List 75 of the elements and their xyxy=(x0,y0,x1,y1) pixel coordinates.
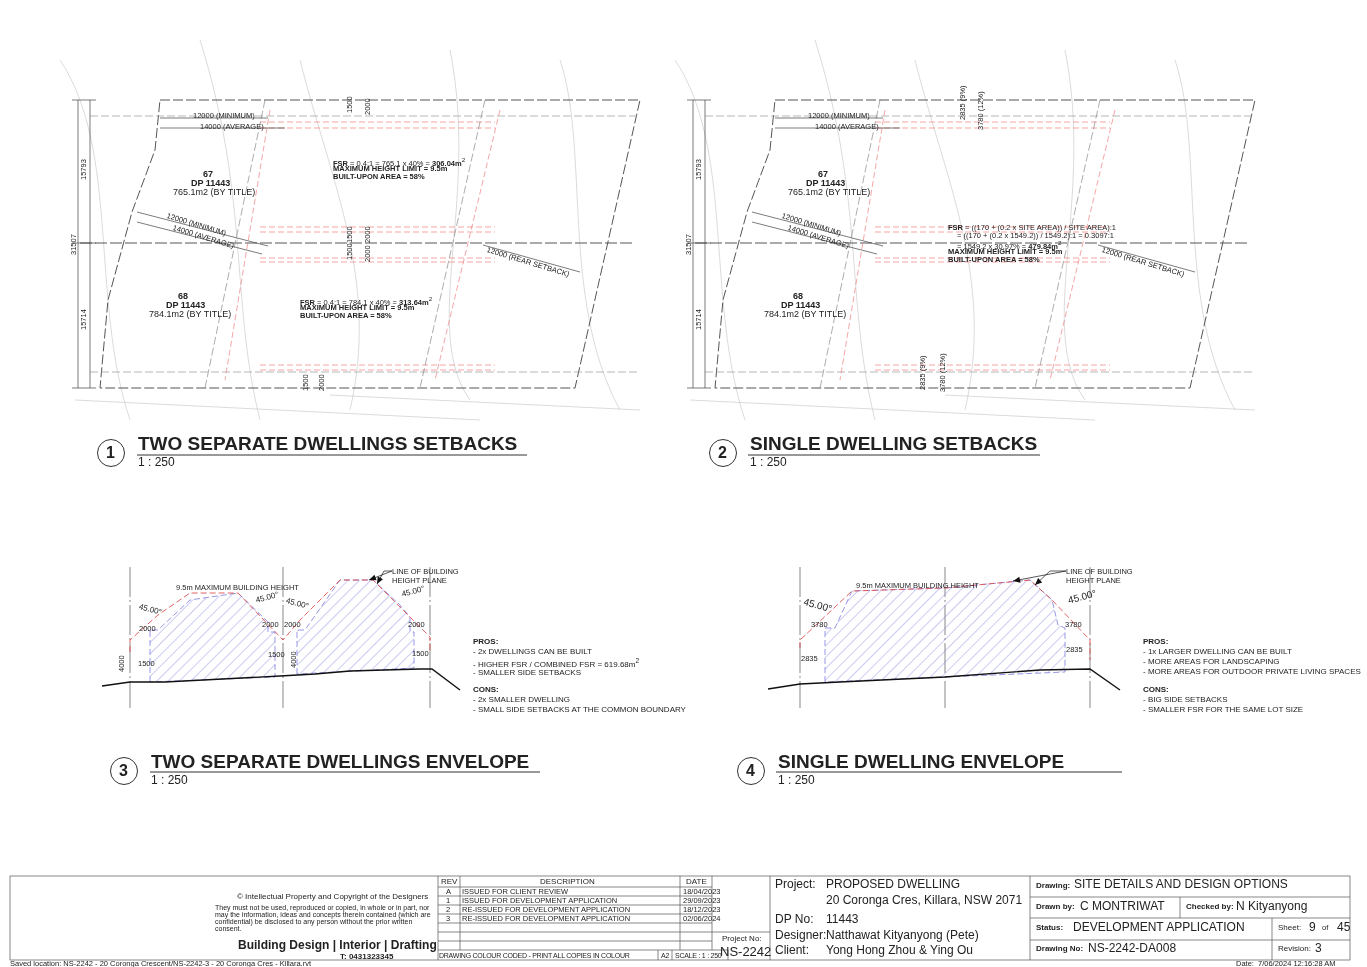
dimension-text: 45.00° xyxy=(284,597,310,611)
title-block-text: DATE xyxy=(686,878,707,886)
title-block-text: Project No: xyxy=(722,935,762,943)
dimension-text: DP 11443 xyxy=(166,301,206,310)
title-block-text: 11443 xyxy=(826,913,859,925)
title-block-text: N Kityanyong xyxy=(1236,900,1308,912)
view-number: 3 xyxy=(118,763,129,779)
notes-text: - SMALL SIDE SETBACKS AT THE COMMON BOUNDARY xyxy=(473,706,686,714)
dimension-text: 45.00° xyxy=(255,591,280,605)
title-block-text: Drawing No: xyxy=(1036,945,1084,953)
dimension-text: 67 xyxy=(203,170,213,179)
dimension-text: 68 xyxy=(178,292,188,301)
title-block-text: - MORE AREAS FOR OUTDOOR PRIVATE LIVING SPACES xyxy=(1143,668,1361,676)
title-block-text: Revision: xyxy=(1278,945,1311,953)
title-block-text: Project: xyxy=(775,878,816,890)
title-block-text: SITE DETAILS AND DESIGN OPTIONS xyxy=(1074,878,1288,890)
scale-text: 1 : 250 xyxy=(138,456,175,468)
scale-text: 1 : 250 xyxy=(778,774,815,786)
title-block-text: C MONTRIWAT xyxy=(1080,900,1165,912)
title-block-text: 9 xyxy=(1309,921,1316,933)
title-block-text: Status: xyxy=(1036,924,1064,932)
scale-text: 1 : 250 xyxy=(750,456,787,468)
notes-text: - HIGHER FSR / COMBINED FSR = 619.68m$^{2}$ xyxy=(473,658,640,669)
dimension-text: 45.00° xyxy=(401,585,426,599)
notes-text: - 2x DWELLINGS CAN BE BUILT xyxy=(473,648,592,656)
view-title: TWO SEPARATE DWELLINGS SETBACKS xyxy=(138,434,518,453)
title-block-text: Building Design | Interior | Drafting xyxy=(238,939,437,951)
title-block-text: 45 xyxy=(1337,921,1351,933)
dimension-text: PROS: xyxy=(473,638,499,646)
notes-text: PROS: xyxy=(1143,638,1169,646)
title-block-text: Yong Hong Zhou & Ying Ou xyxy=(826,944,973,956)
title-block-text: DESCRIPTION xyxy=(540,878,595,886)
notes-text: 45.00° xyxy=(802,597,834,615)
dimension-text: 765.1m2 (BY TITLE) xyxy=(173,188,256,197)
title-block-text: 20 Coronga Cres, Killara, NSW 2071 xyxy=(826,894,1023,906)
view-title: SINGLE DWELLING ENVELOPE xyxy=(778,752,1065,771)
dimension-text: 68 xyxy=(793,292,803,301)
title-block-text: © Intellectual Property and Copyright of the Designers xyxy=(237,893,429,901)
view-title: SINGLE DWELLING SETBACKS xyxy=(750,434,1038,453)
title-block-text: DP No: xyxy=(775,913,814,925)
dimension-text: DP 11443 xyxy=(191,179,231,188)
title-block-text: Drawing: xyxy=(1036,882,1071,890)
title-block-text: Drawn by: xyxy=(1036,903,1075,911)
title-block-text: - BIG SIDE SETBACKS xyxy=(1143,696,1228,704)
scale-text: 1 : 250 xyxy=(151,774,188,786)
title-block-text: T: 0431323345 xyxy=(340,953,394,961)
notes-text: CONS: xyxy=(473,686,499,694)
title-block-text: Designer: xyxy=(775,929,827,941)
title-block-text: Client: xyxy=(775,944,809,956)
dimension-text: 784.1m2 (BY TITLE) xyxy=(149,310,232,319)
title-block-text: Sheet: xyxy=(1278,924,1302,932)
title-block-text: - 1x LARGER DWELLING CAN BE BUILT xyxy=(1143,648,1292,656)
title-block-text: DEVELOPMENT APPLICATION xyxy=(1073,921,1245,933)
view-number: 4 xyxy=(745,763,756,779)
title-block-text: Natthawat Kityanyong (Pete) xyxy=(826,929,979,941)
view-number: 1 xyxy=(105,445,116,461)
title-block-text: PROPOSED DWELLING xyxy=(826,878,961,890)
dimension-text: 67 xyxy=(818,170,828,179)
dimension-text: DP 11443 xyxy=(806,179,846,188)
title-block-text: REV xyxy=(441,878,458,886)
title-block-text: Checked by: xyxy=(1186,903,1234,911)
dimension-text: 784.1m2 (BY TITLE) xyxy=(764,310,847,319)
notes-text: 45.00° xyxy=(1067,588,1098,606)
notes-text: - 2x SMALLER DWELLING xyxy=(473,696,570,704)
dimension-text: 45.00° xyxy=(137,603,163,617)
dimension-text: DP 11443 xyxy=(781,301,821,310)
title-block-text: - SMALLER FSR FOR THE SAME LOT SIZE xyxy=(1143,706,1304,714)
title-block-text: NS-2242-DA008 xyxy=(1088,942,1177,954)
view-number: 2 xyxy=(717,445,728,461)
view-title: TWO SEPARATE DWELLINGS ENVELOPE xyxy=(151,752,530,771)
notes-text: - SMALLER SIDE SETBACKS xyxy=(473,669,582,677)
title-block-text: 3 xyxy=(1315,942,1322,954)
title-block-text: - MORE AREAS FOR LANDSCAPING xyxy=(1143,658,1280,666)
dimension-text: 765.1m2 (BY TITLE) xyxy=(788,188,871,197)
title-block-text: CONS: xyxy=(1143,686,1169,694)
